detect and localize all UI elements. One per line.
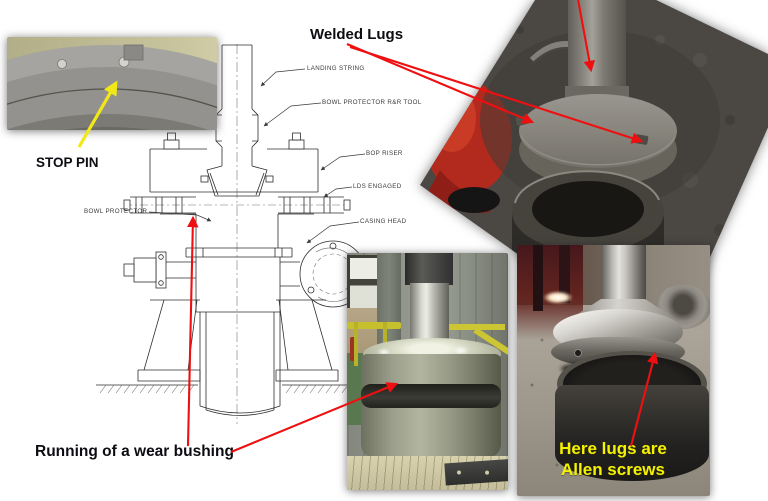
diagram-leader-lines [148, 68, 366, 244]
running-wear-bushing-label: Running of a wear bushing [35, 443, 234, 460]
allen-screws-caption-line2: Allen screws [561, 460, 665, 479]
reflection-glint [453, 346, 469, 355]
steel-angle-bar [444, 458, 508, 486]
reflection-glint [377, 348, 391, 356]
allen-screws-caption: Here lugs are Allen screws [527, 438, 699, 480]
allen-screws-caption-line1: Here lugs are [559, 439, 667, 458]
railing-post [354, 322, 358, 366]
yellow-railing [443, 324, 505, 330]
allen-screw [575, 350, 581, 356]
yellow-railing [347, 322, 401, 329]
callout-bowl-protector: BOWL PROTECTOR [84, 208, 148, 215]
mandrel-upper [405, 253, 453, 285]
welded-lugs-label: Welded Lugs [310, 26, 404, 43]
callout-lds-engaged: LDS ENGAGED [353, 183, 402, 190]
boot [448, 187, 500, 213]
callout-bop-riser: BOP RISER [366, 150, 403, 157]
stop-pin-hole [57, 59, 67, 69]
running-bushing-photo [347, 253, 508, 490]
tool-flange [519, 94, 677, 168]
callout-casing-head: CASING HEAD [360, 218, 407, 225]
window [347, 255, 381, 311]
bushing-groove [361, 384, 501, 408]
ring-notch [123, 44, 144, 61]
callout-landing-string: LANDING STRING [307, 65, 365, 72]
stop-pin-label: STOP PIN [36, 155, 99, 170]
tool-shaft [568, 0, 626, 95]
